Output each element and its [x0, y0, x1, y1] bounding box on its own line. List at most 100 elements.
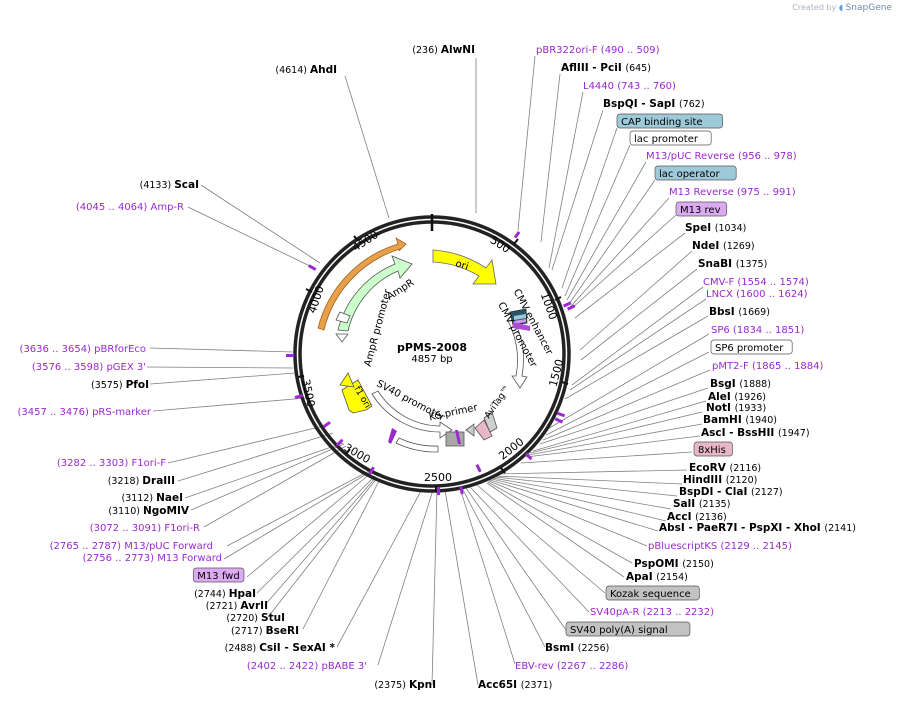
site-label-l4440: L4440 (743 .. 760): [583, 81, 676, 92]
primer-mark: [459, 485, 464, 495]
svg-text:L4440 (743 .. 760): L4440 (743 .. 760): [583, 81, 676, 92]
label-name: 8xHis: [698, 445, 726, 456]
svg-text:SnaBI (1375): SnaBI (1375): [698, 258, 767, 270]
label-name: AflIII - PciI: [561, 62, 625, 74]
primer-mark: [554, 417, 564, 424]
label-name: F1ori-F: [132, 458, 167, 469]
svg-text:PspOMI (2150): PspOMI (2150): [634, 558, 714, 570]
label-range: (3282 .. 3303): [57, 458, 132, 469]
label-position: (1034): [715, 223, 747, 234]
plasmid-name: pPMS-2008: [397, 341, 467, 354]
site-label-bbsi: BbsI (1669): [709, 306, 770, 318]
svg-text:AccI (2136): AccI (2136): [667, 511, 727, 523]
site-label-cmv-f: CMV-F (1554 .. 1574): [703, 277, 809, 288]
m13-fwd-mark: [388, 428, 397, 444]
svg-text:(3576 .. 3598) pGEX 3': (3576 .. 3598) pGEX 3': [32, 362, 146, 373]
svg-text:NotI (1933): NotI (1933): [706, 402, 766, 414]
ampr-promoter-box: [335, 311, 351, 324]
site-label-stui: (2720) StuI: [226, 612, 285, 624]
label-name: NaeI: [156, 492, 183, 504]
label-range: (3072 .. 3091): [90, 523, 165, 534]
svg-text:pMT2-F (1865 .. 1884): pMT2-F (1865 .. 1884): [712, 361, 824, 372]
site-label-sv40pa: SV40 poly(A) signal: [565, 621, 691, 637]
ori-label: ori: [454, 258, 470, 272]
avitag-label: AviTag™: [483, 384, 513, 421]
site-label-m13rev-box: M13 rev: [675, 201, 728, 217]
primer-mark: [513, 230, 521, 239]
primer-mark: [562, 301, 572, 308]
label-name: NotI: [706, 402, 735, 414]
primer-mark: [322, 421, 331, 429]
tick-4500: [353, 235, 359, 242]
label-range: (1834 .. 1851): [733, 325, 805, 336]
leader-lines: [146, 55, 711, 686]
sp6-mark: [455, 430, 461, 444]
site-label-f1ori-r: (3072 .. 3091) F1ori-R: [90, 523, 200, 534]
svg-text:EBV-rev (2267 .. 2286): EBV-rev (2267 .. 2286): [515, 661, 628, 672]
label-name: pBluescriptKS: [648, 541, 720, 552]
tick-2000: [500, 467, 506, 474]
label-name: AleI: [708, 391, 734, 403]
credit-prefix: Created by: [792, 3, 837, 12]
label-name: KpnI: [409, 679, 436, 691]
label-position: (236): [412, 45, 441, 56]
sv40-promoter-arrow: [371, 390, 453, 439]
svg-text:ApaI (2154): ApaI (2154): [626, 571, 688, 583]
avitag-arrow2: [483, 411, 498, 433]
svg-text:(2765 .. 2787) M13/pUC Forwa: (2765 .. 2787) M13/pUC Forward: [50, 541, 213, 552]
site-label-bspqi: BspQI - SapI (762): [603, 98, 705, 110]
ori-arrow: [432, 249, 497, 285]
label-position: (1940): [745, 415, 777, 426]
label-name: M13/pUC Reverse: [646, 151, 738, 162]
label-position: (2488): [225, 643, 260, 654]
site-label-m13-fwd: (2756 .. 2773) M13 Forward: [83, 553, 222, 564]
site-label-naei: (3112) NaeI: [121, 492, 183, 504]
label-name: lac promoter: [634, 134, 699, 145]
label-position: (4614): [275, 65, 310, 76]
label-name: EBV-rev: [515, 661, 557, 672]
label-range: (490 .. 509): [601, 45, 660, 56]
label-name: AscI - BssHII: [701, 427, 778, 439]
f1-ori-head: [339, 372, 355, 388]
tick-1000: [554, 296, 562, 301]
label-name: M13 fwd: [197, 571, 239, 582]
label-position: (2135): [699, 499, 731, 510]
label-name: M13 rev: [680, 205, 721, 216]
svg-text:SV40pA-R (2213 .. 2232): SV40pA-R (2213 .. 2232): [590, 607, 714, 618]
label-name: F1ori-R: [164, 523, 200, 534]
site-label-hpai: (2744) HpaI: [194, 588, 256, 600]
svg-text:AflIII - PciI (645): AflIII - PciI (645): [561, 62, 651, 74]
plasmid-length: 4857 bp: [411, 354, 452, 365]
label-name: SP6 promoter: [715, 343, 784, 354]
site-label-pfoi: (3575) PfoI: [91, 379, 149, 391]
svg-text:SpeI (1034): SpeI (1034): [685, 222, 746, 234]
tick-500: [513, 238, 519, 245]
site-label-snabi: SnaBI (1375): [698, 258, 767, 270]
site-label-csii: (2488) CsiI - SexAI *: [225, 642, 336, 654]
label-range: (1600 .. 1624): [736, 289, 808, 300]
label-name: NdeI: [692, 240, 723, 252]
label-box: [654, 165, 737, 181]
svg-text:LNCX (1600 .. 1624): LNCX (1600 .. 1624): [706, 289, 808, 300]
ks-primer-label: KS primer: [428, 402, 479, 423]
primer-mark: [566, 304, 576, 311]
label-name: pBABE 3': [321, 661, 367, 672]
site-label-bspdi: BspDI - ClaI (2127): [679, 486, 783, 498]
label-range: (2213 .. 2232): [643, 607, 715, 618]
label-name: AvrII: [240, 600, 268, 612]
site-label-bsmi: BsmI (2256): [545, 642, 609, 654]
site-label-hindiii: HindIII (2120): [683, 474, 757, 486]
label-position: (2150): [682, 559, 714, 570]
site-label-acc65i: Acc65I (2371): [478, 679, 552, 691]
label-position: (762): [679, 99, 705, 110]
f1-ori-arrow: [341, 379, 373, 414]
label-box: [616, 113, 723, 129]
svg-text:(236) AlwNI: (236) AlwNI: [412, 44, 475, 56]
site-label-apai: ApaI (2154): [626, 571, 688, 583]
label-name: AhdI: [310, 64, 337, 76]
label-box: [675, 201, 728, 217]
site-label-alei: AleI (1926): [708, 391, 766, 403]
label-position: (2120): [726, 475, 758, 486]
tick-label-4500: 4500: [350, 228, 381, 254]
